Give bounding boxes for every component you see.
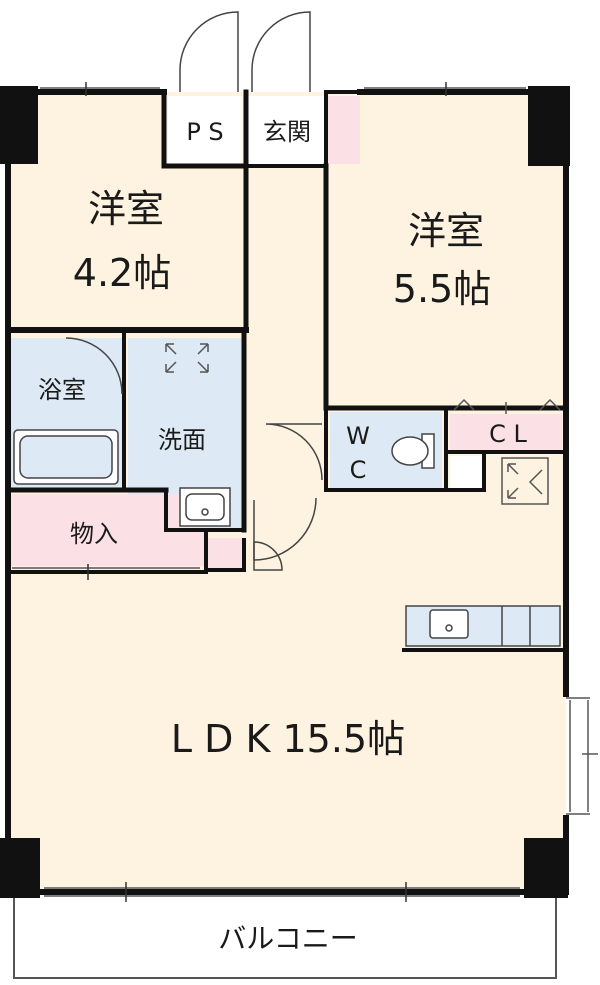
bay-window-fill: [566, 698, 588, 814]
entrance-door-right: [251, 11, 311, 92]
ps-fill: [168, 96, 242, 164]
ps-wall: [161, 89, 249, 169]
closet-marker-right: [539, 398, 561, 411]
windows: [12, 87, 598, 897]
pillar-tl: [0, 86, 38, 164]
small-box-1: [450, 456, 482, 488]
vent-washroom: [165, 343, 209, 373]
storage-wall: [204, 528, 246, 572]
washroom-label: 洗面: [158, 426, 206, 454]
storage-label: 物入: [70, 520, 118, 548]
washroom-bottom-wall: [164, 488, 246, 532]
storage-fill-2: [206, 538, 242, 568]
storage-door: [253, 541, 283, 571]
wc-label-c: C: [350, 456, 367, 484]
closet-markers: [453, 398, 561, 414]
sink-icon: [179, 487, 231, 527]
bathtub-inner: [19, 435, 113, 479]
ps-label: P S: [186, 118, 223, 146]
counter: [405, 605, 561, 647]
west-bedroom-name: 洋室: [88, 187, 164, 231]
west-bedroom-size: 4.2帖: [73, 251, 171, 295]
washroom-door: [253, 497, 317, 561]
hall-door: [265, 423, 323, 481]
bath-door: [65, 337, 123, 395]
vent-kitchen-box: [501, 457, 549, 505]
labels: 洋室 4.2帖 洋室 5.5帖 P S 玄関 浴室 洗面 W C C L 物入 …: [38, 118, 528, 955]
closet-marker-left: [453, 398, 475, 411]
kitchen-counter-icon: [405, 605, 561, 647]
vent-kitchen: [507, 463, 543, 499]
entrance-door-left: [179, 11, 239, 92]
pillar-bl: [0, 838, 40, 898]
pillar-br: [524, 838, 568, 898]
box-wall: [444, 450, 486, 492]
east-bedroom-name: 洋室: [408, 209, 484, 253]
ventilation-icon: [165, 343, 549, 505]
balcony-outline: [13, 898, 557, 979]
entrance-label: 玄関: [263, 118, 311, 146]
bath-label: 浴室: [38, 376, 86, 404]
wc-wall: [324, 406, 448, 492]
ldk-label: L D K 15.5帖: [171, 717, 405, 761]
bathtub-icon: [13, 429, 119, 485]
balcony-fill: [14, 898, 554, 978]
pillar-tr: [528, 86, 570, 166]
pillars: [0, 86, 570, 898]
sink-bowl: [185, 493, 225, 521]
sink-drain: [201, 508, 209, 516]
genkan-fill: [246, 96, 326, 164]
counter-drain: [445, 624, 453, 632]
wc-label-w: W: [346, 422, 370, 450]
counter-sink: [429, 609, 469, 639]
closet-label: C L: [489, 420, 527, 448]
entrance-fill: [326, 96, 360, 164]
door-swing-icon: [65, 11, 323, 571]
toilet-bowl: [391, 436, 429, 466]
east-bedroom-size: 5.5帖: [393, 267, 491, 311]
toilet-icon: [391, 433, 435, 469]
closet-fill: [450, 414, 562, 450]
tick-marks: [85, 82, 447, 902]
balcony-label: バルコニー: [218, 922, 357, 955]
